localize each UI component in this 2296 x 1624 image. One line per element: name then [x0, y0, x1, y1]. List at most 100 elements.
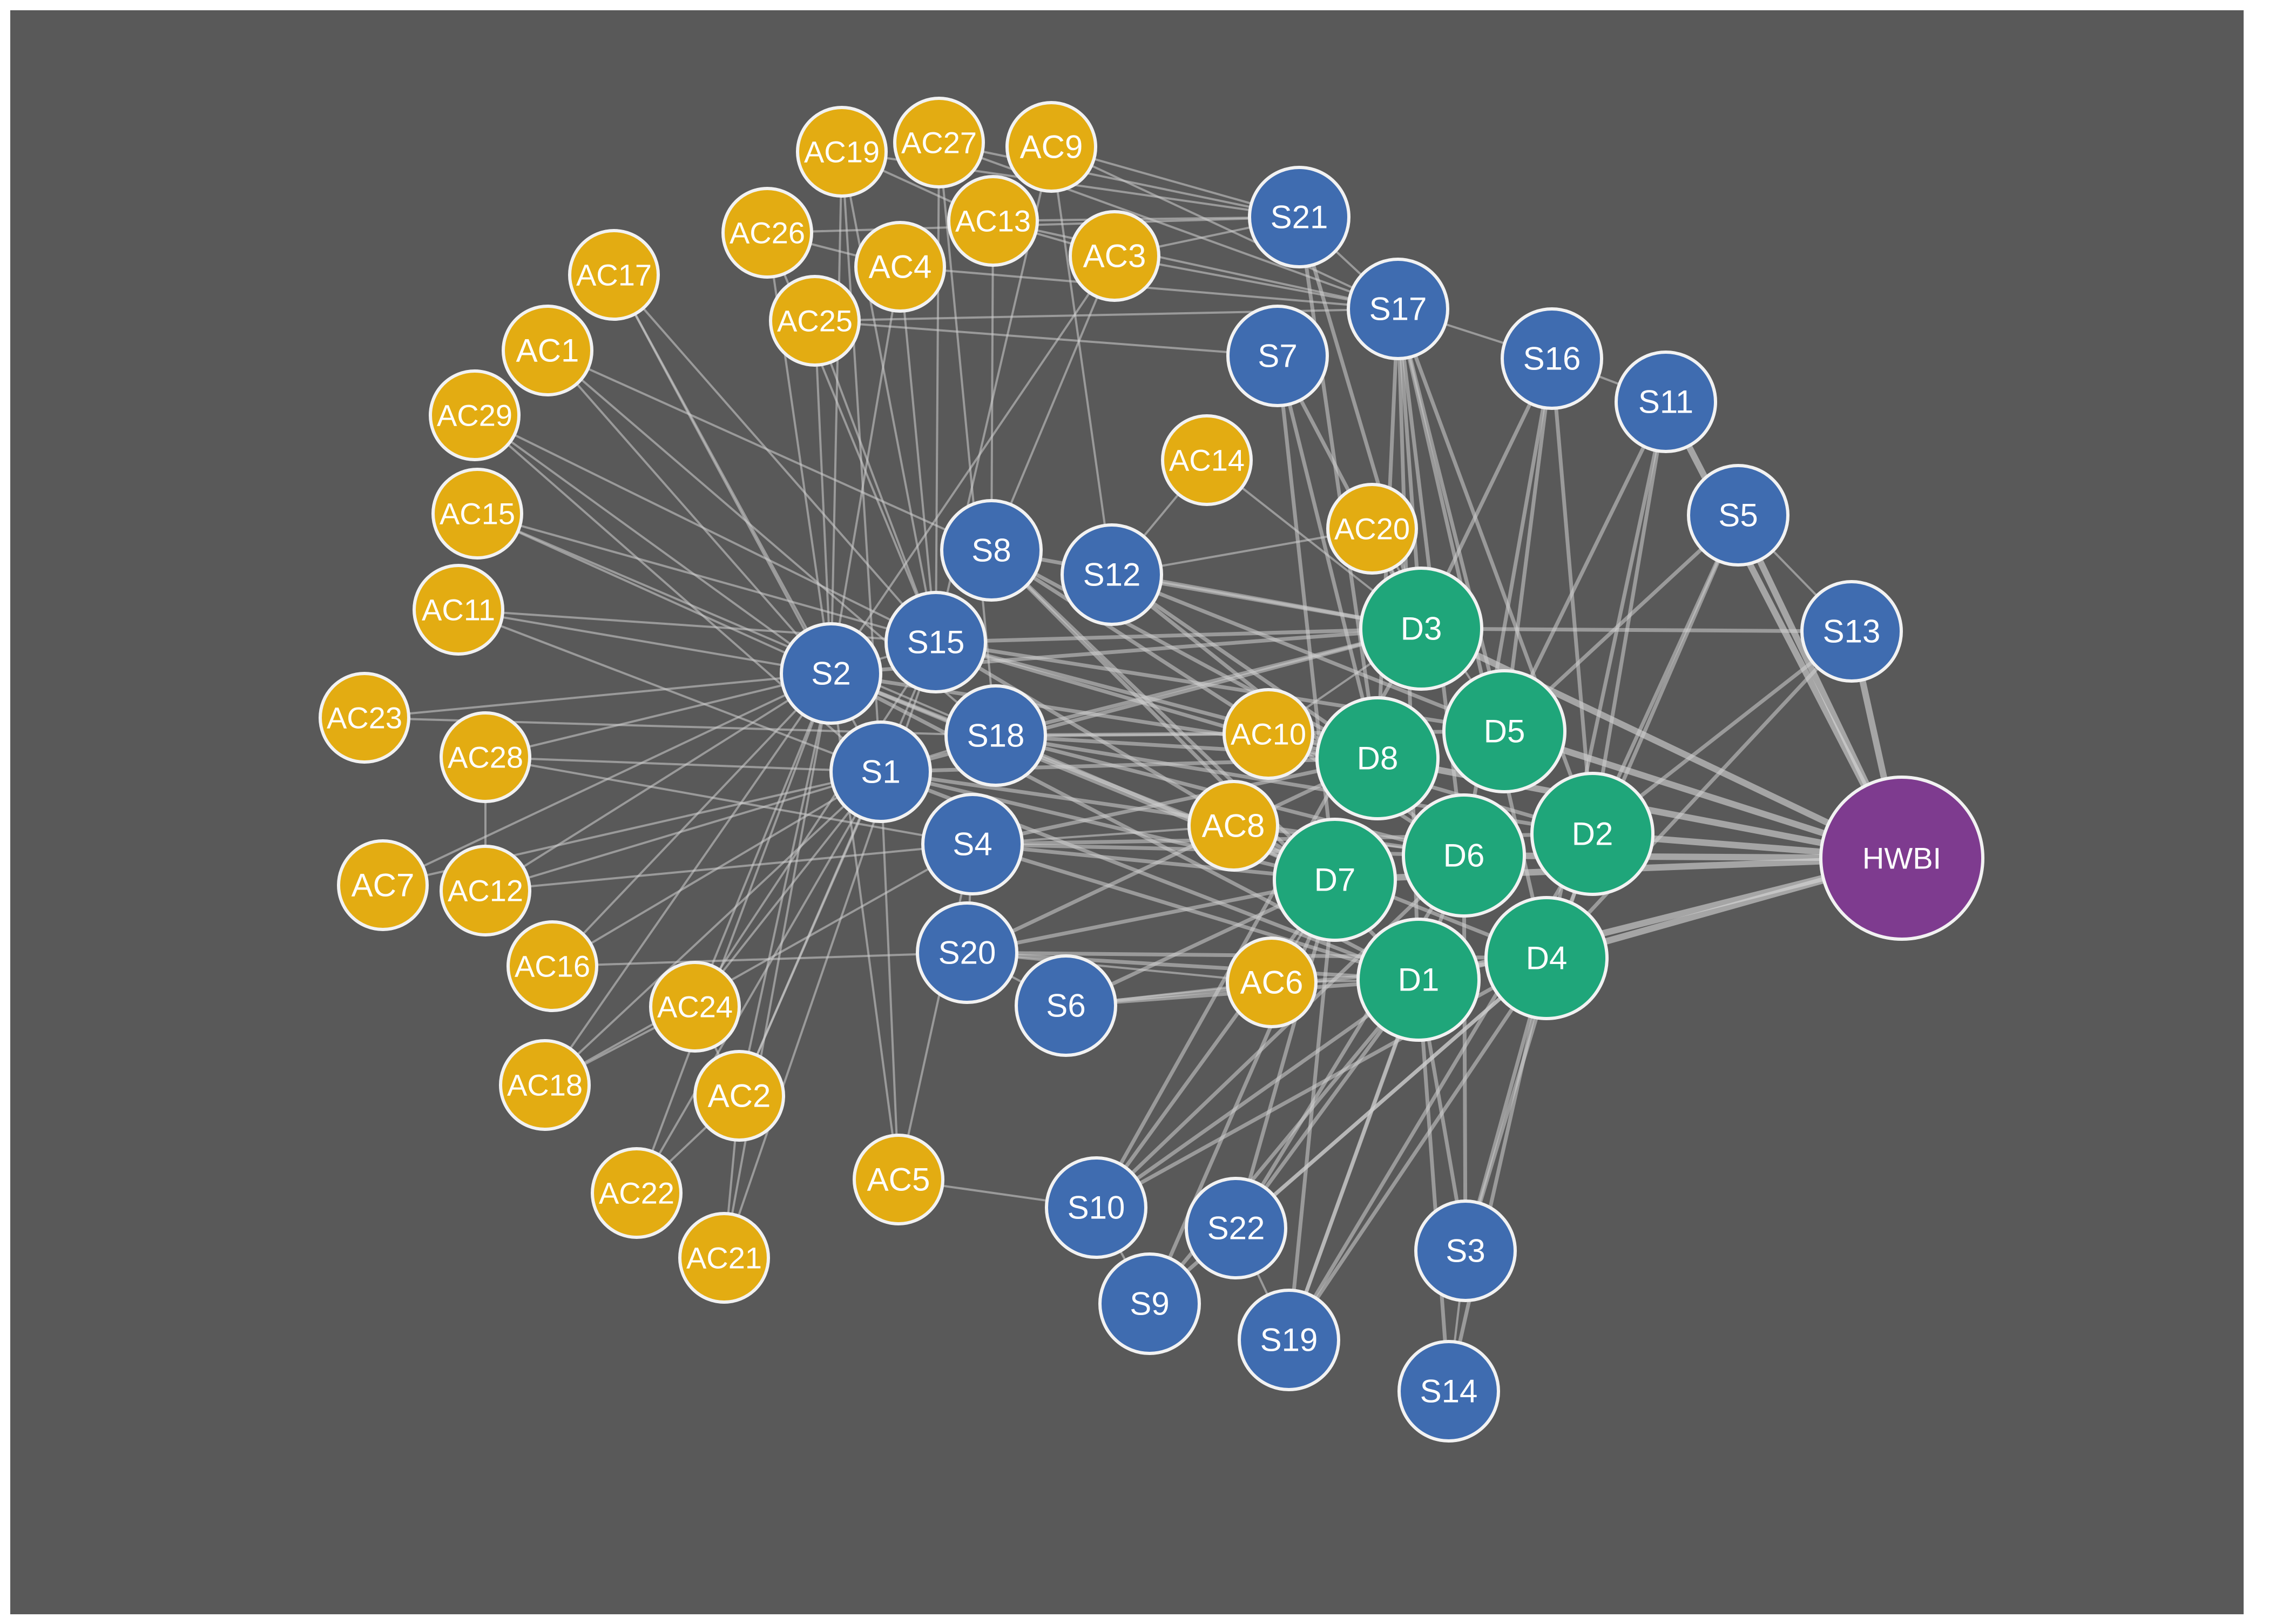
- node-ac9[interactable]: AC9: [1005, 101, 1097, 193]
- node-circle[interactable]: [649, 961, 741, 1053]
- node-circle[interactable]: [1005, 101, 1097, 193]
- node-d2[interactable]: D2: [1530, 772, 1655, 896]
- node-circle[interactable]: [1501, 307, 1603, 410]
- node-circle[interactable]: [853, 1134, 944, 1225]
- node-d7[interactable]: D7: [1273, 818, 1397, 942]
- node-circle[interactable]: [1359, 567, 1483, 691]
- node-ac5[interactable]: AC5: [853, 1134, 944, 1225]
- node-circle[interactable]: [502, 305, 593, 396]
- node-circle[interactable]: [921, 793, 1024, 895]
- node-s17[interactable]: S17: [1347, 258, 1449, 360]
- node-circle[interactable]: [337, 839, 429, 931]
- node-circle[interactable]: [568, 229, 660, 321]
- node-s5[interactable]: S5: [1687, 464, 1789, 567]
- node-circle[interactable]: [1347, 258, 1449, 360]
- node-s1[interactable]: S1: [829, 720, 932, 823]
- node-ac4[interactable]: AC4: [854, 221, 946, 313]
- node-s11[interactable]: S11: [1615, 351, 1717, 453]
- node-d5[interactable]: D5: [1442, 669, 1566, 793]
- node-circle[interactable]: [429, 369, 521, 461]
- node-ac7[interactable]: AC7: [337, 839, 429, 931]
- node-ac15[interactable]: AC15: [431, 468, 523, 560]
- node-circle[interactable]: [499, 1039, 591, 1131]
- node-circle[interactable]: [678, 1212, 770, 1304]
- node-s20[interactable]: S20: [916, 901, 1018, 1004]
- node-s8[interactable]: S8: [940, 499, 1043, 602]
- node-circle[interactable]: [893, 97, 985, 188]
- node-circle[interactable]: [1226, 305, 1329, 407]
- node-circle[interactable]: [769, 275, 861, 367]
- node-circle[interactable]: [1015, 954, 1117, 1057]
- node-circle[interactable]: [507, 920, 598, 1012]
- node-circle[interactable]: [440, 845, 531, 936]
- node-ac1[interactable]: AC1: [502, 305, 593, 396]
- node-ac17[interactable]: AC17: [568, 229, 660, 321]
- node-ac24[interactable]: AC24: [649, 961, 741, 1053]
- node-d4[interactable]: D4: [1484, 896, 1609, 1020]
- node-s12[interactable]: S12: [1061, 523, 1163, 626]
- node-ac21[interactable]: AC21: [678, 1212, 770, 1304]
- node-circle[interactable]: [1098, 1252, 1201, 1355]
- node-circle[interactable]: [947, 175, 1039, 267]
- node-circle[interactable]: [1819, 776, 1984, 941]
- node-circle[interactable]: [780, 622, 882, 725]
- node-circle[interactable]: [1248, 166, 1350, 268]
- node-s3[interactable]: S3: [1414, 1200, 1517, 1302]
- node-circle[interactable]: [1187, 780, 1279, 872]
- node-circle[interactable]: [1045, 1156, 1147, 1259]
- node-circle[interactable]: [431, 468, 523, 560]
- node-circle[interactable]: [319, 672, 410, 764]
- node-circle[interactable]: [1356, 918, 1481, 1042]
- node-circle[interactable]: [1442, 669, 1566, 793]
- node-circle[interactable]: [1226, 936, 1318, 1028]
- node-s18[interactable]: S18: [944, 684, 1047, 787]
- node-circle[interactable]: [1223, 688, 1314, 780]
- node-circle[interactable]: [1687, 464, 1789, 567]
- node-circle[interactable]: [829, 720, 932, 823]
- node-ac20[interactable]: AC20: [1326, 483, 1418, 575]
- node-ac10[interactable]: AC10: [1223, 688, 1314, 780]
- node-circle[interactable]: [1061, 523, 1163, 626]
- node-circle[interactable]: [796, 106, 888, 198]
- node-circle[interactable]: [1397, 1340, 1500, 1443]
- node-circle[interactable]: [944, 684, 1047, 787]
- node-ac14[interactable]: AC14: [1161, 414, 1253, 506]
- node-ac2[interactable]: AC2: [693, 1050, 785, 1142]
- node-d3[interactable]: D3: [1359, 567, 1483, 691]
- node-ac3[interactable]: AC3: [1069, 210, 1160, 302]
- node-circle[interactable]: [1273, 818, 1397, 942]
- node-circle[interactable]: [940, 499, 1043, 602]
- node-s19[interactable]: S19: [1238, 1289, 1340, 1391]
- node-s15[interactable]: S15: [884, 591, 987, 693]
- node-ac13[interactable]: AC13: [947, 175, 1039, 267]
- node-ac22[interactable]: AC22: [591, 1147, 683, 1239]
- node-s16[interactable]: S16: [1501, 307, 1603, 410]
- node-ac23[interactable]: AC23: [319, 672, 410, 764]
- node-hwbi[interactable]: HWBI: [1819, 776, 1984, 941]
- node-s2[interactable]: S2: [780, 622, 882, 725]
- node-s13[interactable]: S13: [1800, 580, 1903, 683]
- node-ac8[interactable]: AC8: [1187, 780, 1279, 872]
- node-ac6[interactable]: AC6: [1226, 936, 1318, 1028]
- node-ac19[interactable]: AC19: [796, 106, 888, 198]
- node-s22[interactable]: S22: [1185, 1177, 1287, 1279]
- node-d1[interactable]: D1: [1356, 918, 1481, 1042]
- node-ac18[interactable]: AC18: [499, 1039, 591, 1131]
- node-ac11[interactable]: AC11: [413, 564, 504, 656]
- node-circle[interactable]: [721, 187, 813, 279]
- node-s21[interactable]: S21: [1248, 166, 1350, 268]
- node-circle[interactable]: [1185, 1177, 1287, 1279]
- node-circle[interactable]: [916, 901, 1018, 1004]
- node-s9[interactable]: S9: [1098, 1252, 1201, 1355]
- node-circle[interactable]: [1069, 210, 1160, 302]
- node-circle[interactable]: [1484, 896, 1609, 1020]
- node-s14[interactable]: S14: [1397, 1340, 1500, 1443]
- node-s6[interactable]: S6: [1015, 954, 1117, 1057]
- node-circle[interactable]: [1161, 414, 1253, 506]
- node-circle[interactable]: [693, 1050, 785, 1142]
- node-circle[interactable]: [884, 591, 987, 693]
- node-circle[interactable]: [1402, 793, 1526, 918]
- node-circle[interactable]: [1326, 483, 1418, 575]
- node-circle[interactable]: [1315, 696, 1440, 820]
- node-ac16[interactable]: AC16: [507, 920, 598, 1012]
